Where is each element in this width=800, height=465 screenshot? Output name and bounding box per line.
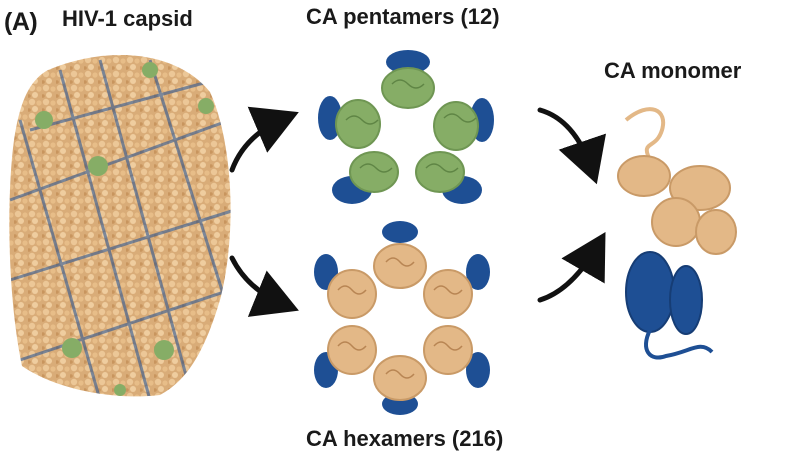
capsid-title: HIV-1 capsid bbox=[62, 6, 193, 31]
capsid-cone bbox=[9, 54, 231, 397]
arrows bbox=[229, 106, 607, 317]
pentamers-title: CA pentamers (12) bbox=[306, 4, 500, 29]
panel-label: (A) bbox=[4, 8, 38, 36]
pentamer-structure bbox=[318, 50, 494, 204]
monomer-structure bbox=[617, 107, 737, 360]
monomer-title: CA monomer bbox=[604, 58, 742, 83]
arrow-to-pentamers bbox=[229, 106, 299, 173]
hexamer-structure bbox=[314, 221, 490, 415]
arrow-hexamers-to-monomer bbox=[537, 232, 606, 303]
capsid-pentamer-spots bbox=[35, 62, 214, 396]
arrow-pentamers-to-monomer bbox=[537, 107, 607, 185]
hexamers-title: CA hexamers (216) bbox=[306, 426, 504, 451]
arrow-to-hexamers bbox=[229, 255, 299, 317]
